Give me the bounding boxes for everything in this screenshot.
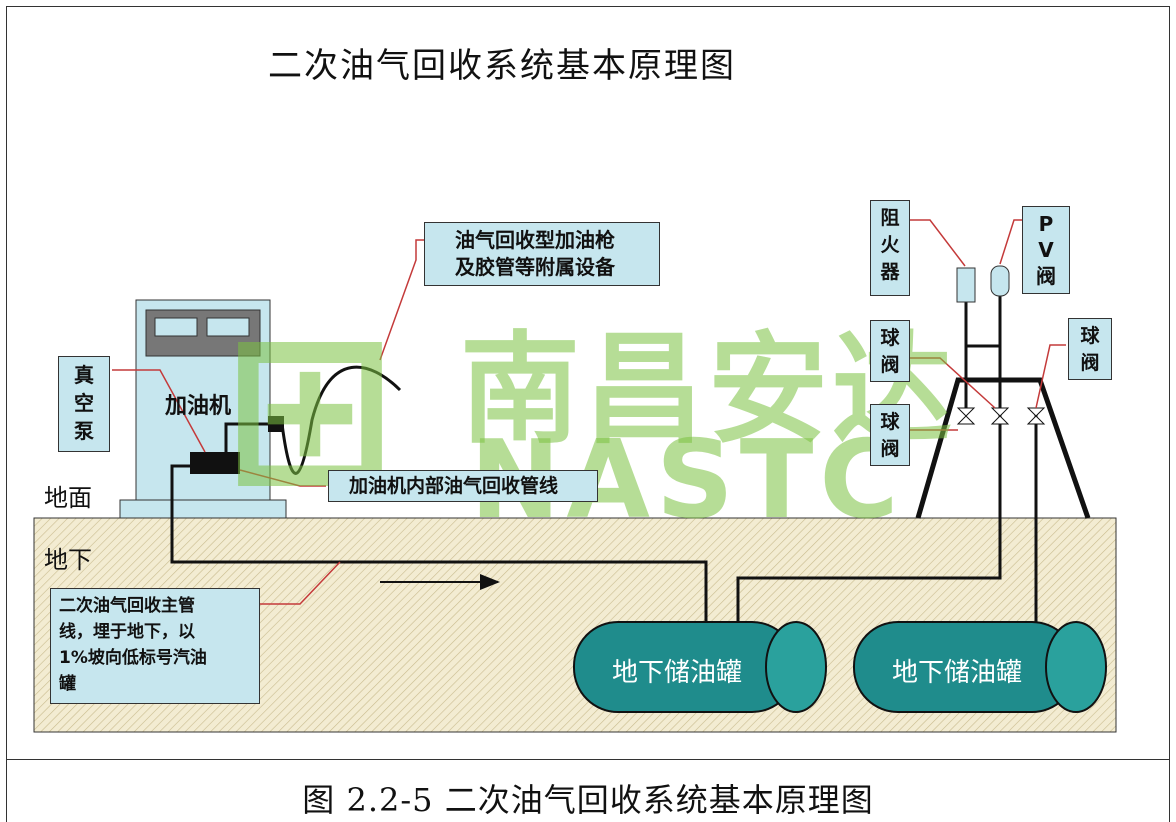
tank-vent-pipe-1 (736, 410, 1002, 622)
caption-frame (6, 760, 1170, 822)
figure-caption: 图 2.2-5 二次油气回收系统基本原理图 (302, 781, 874, 819)
tank-label-1: 地下储油罐 (612, 658, 743, 688)
flame-arrester-label: 阻火器 (870, 200, 910, 296)
ground-label: 地面 (44, 484, 92, 512)
vent-stack (964, 292, 1002, 410)
diagram-frame (6, 6, 1170, 760)
ball-valve-shape-1 (956, 407, 976, 425)
dispenser-label: 加油机 (165, 394, 232, 419)
vacuum-pump-label: 真空泵 (58, 356, 110, 452)
ball-valve-shape-2 (990, 407, 1010, 425)
nozzle-holster (268, 416, 284, 432)
main-vapor-pipe (170, 464, 708, 622)
nozzle-hose (224, 365, 402, 475)
ball-valve-label-1: 球阀 (870, 320, 910, 382)
nozzle-label: 油气回收型加油枪 及胶管等附属设备 (424, 222, 660, 286)
pv-valve-label: PV阀 (1022, 206, 1070, 294)
internal-pipe-label: 加油机内部油气回收管线 (328, 470, 598, 502)
ball-valve-label-3: 球阀 (1068, 318, 1112, 380)
callout-leaders (112, 219, 1066, 605)
flame-arrester-shape (956, 267, 976, 303)
vacuum-pump-shape (190, 452, 240, 474)
tank-label-2: 地下储油罐 (892, 658, 1023, 688)
ball-valve-shape-3 (1026, 407, 1046, 425)
pv-valve-shape (990, 265, 1010, 297)
diagram-title: 二次油气回收系统基本原理图 (268, 46, 736, 86)
tank-end-2 (1045, 621, 1107, 713)
tank-end-1 (765, 621, 827, 713)
underground-label: 地下 (44, 546, 92, 574)
main-pipe-label: 二次油气回收主管 线，埋于地下，以 1%坡向低标号汽油 罐 (50, 588, 260, 704)
ball-valve-label-2: 球阀 (870, 404, 910, 466)
display-right (206, 317, 250, 337)
display-left (154, 317, 198, 337)
